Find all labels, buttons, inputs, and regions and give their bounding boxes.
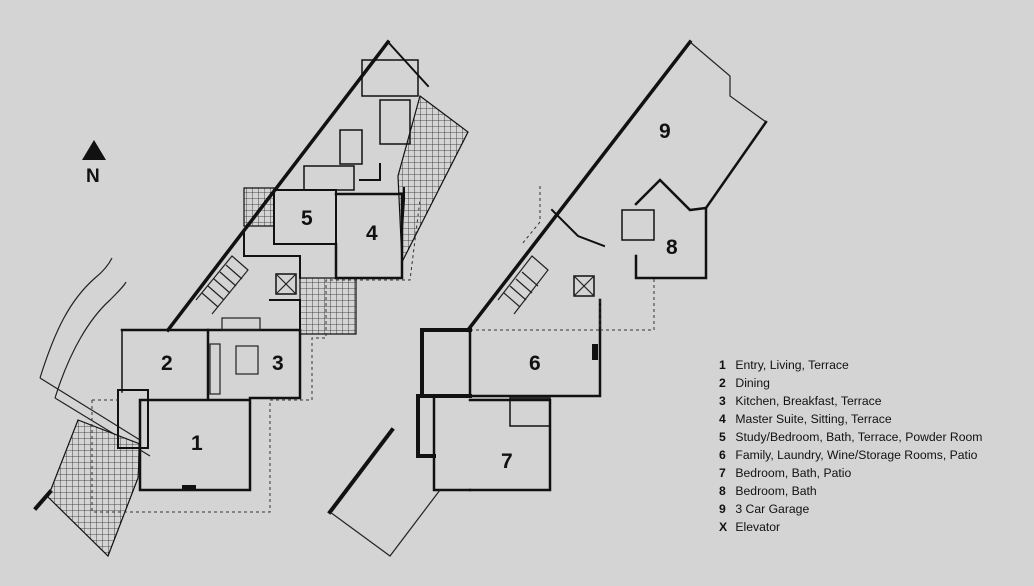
legend-item: 3 Kitchen, Breakfast, Terrace xyxy=(719,394,882,408)
lower-floor-plan xyxy=(327,39,768,557)
legend-item: 9 3 Car Garage xyxy=(719,502,810,516)
legend-item: 7 Bedroom, Bath, Patio xyxy=(719,466,852,480)
room-label-4: 4 xyxy=(366,222,378,245)
room-label-6: 6 xyxy=(529,352,541,375)
stairs-lower xyxy=(497,255,549,315)
terrace-hatch-study xyxy=(243,187,275,227)
room-label-7: 7 xyxy=(501,450,513,473)
terrace-hatch-kitchen xyxy=(299,277,357,335)
legend-item: 4 Master Suite, Sitting, Terrace xyxy=(719,412,892,426)
legend-item: X Elevator xyxy=(719,520,781,534)
room-label-8: 8 xyxy=(666,236,678,259)
legend-item: 1 Entry, Living, Terrace xyxy=(719,358,849,372)
stairs-upper xyxy=(195,255,249,315)
north-arrow-icon xyxy=(82,140,106,160)
room-label-5: 5 xyxy=(301,207,313,230)
legend: 1 Entry, Living, Terrace 2 Dining 3 Kitc… xyxy=(719,356,982,536)
legend-item: 5 Study/Bedroom, Bath, Terrace, Powder R… xyxy=(719,430,983,444)
legend-item: 2 Dining xyxy=(719,376,770,390)
room-label-1: 1 xyxy=(191,432,203,455)
legend-item: 6 Family, Laundry, Wine/Storage Rooms, P… xyxy=(719,448,978,462)
room-label-9: 9 xyxy=(659,120,671,143)
terrace-hatch-lower xyxy=(47,419,141,558)
north-arrow: N xyxy=(82,140,106,187)
terrace-hatch-top xyxy=(397,94,469,265)
room-labels: 1 2 3 4 5 6 7 8 9 xyxy=(161,120,678,473)
room-label-2: 2 xyxy=(161,352,173,375)
upper-floor-plan xyxy=(33,39,469,558)
legend-item: 8 Bedroom, Bath xyxy=(719,484,817,498)
room-label-3: 3 xyxy=(272,352,284,375)
north-label: N xyxy=(86,166,100,187)
